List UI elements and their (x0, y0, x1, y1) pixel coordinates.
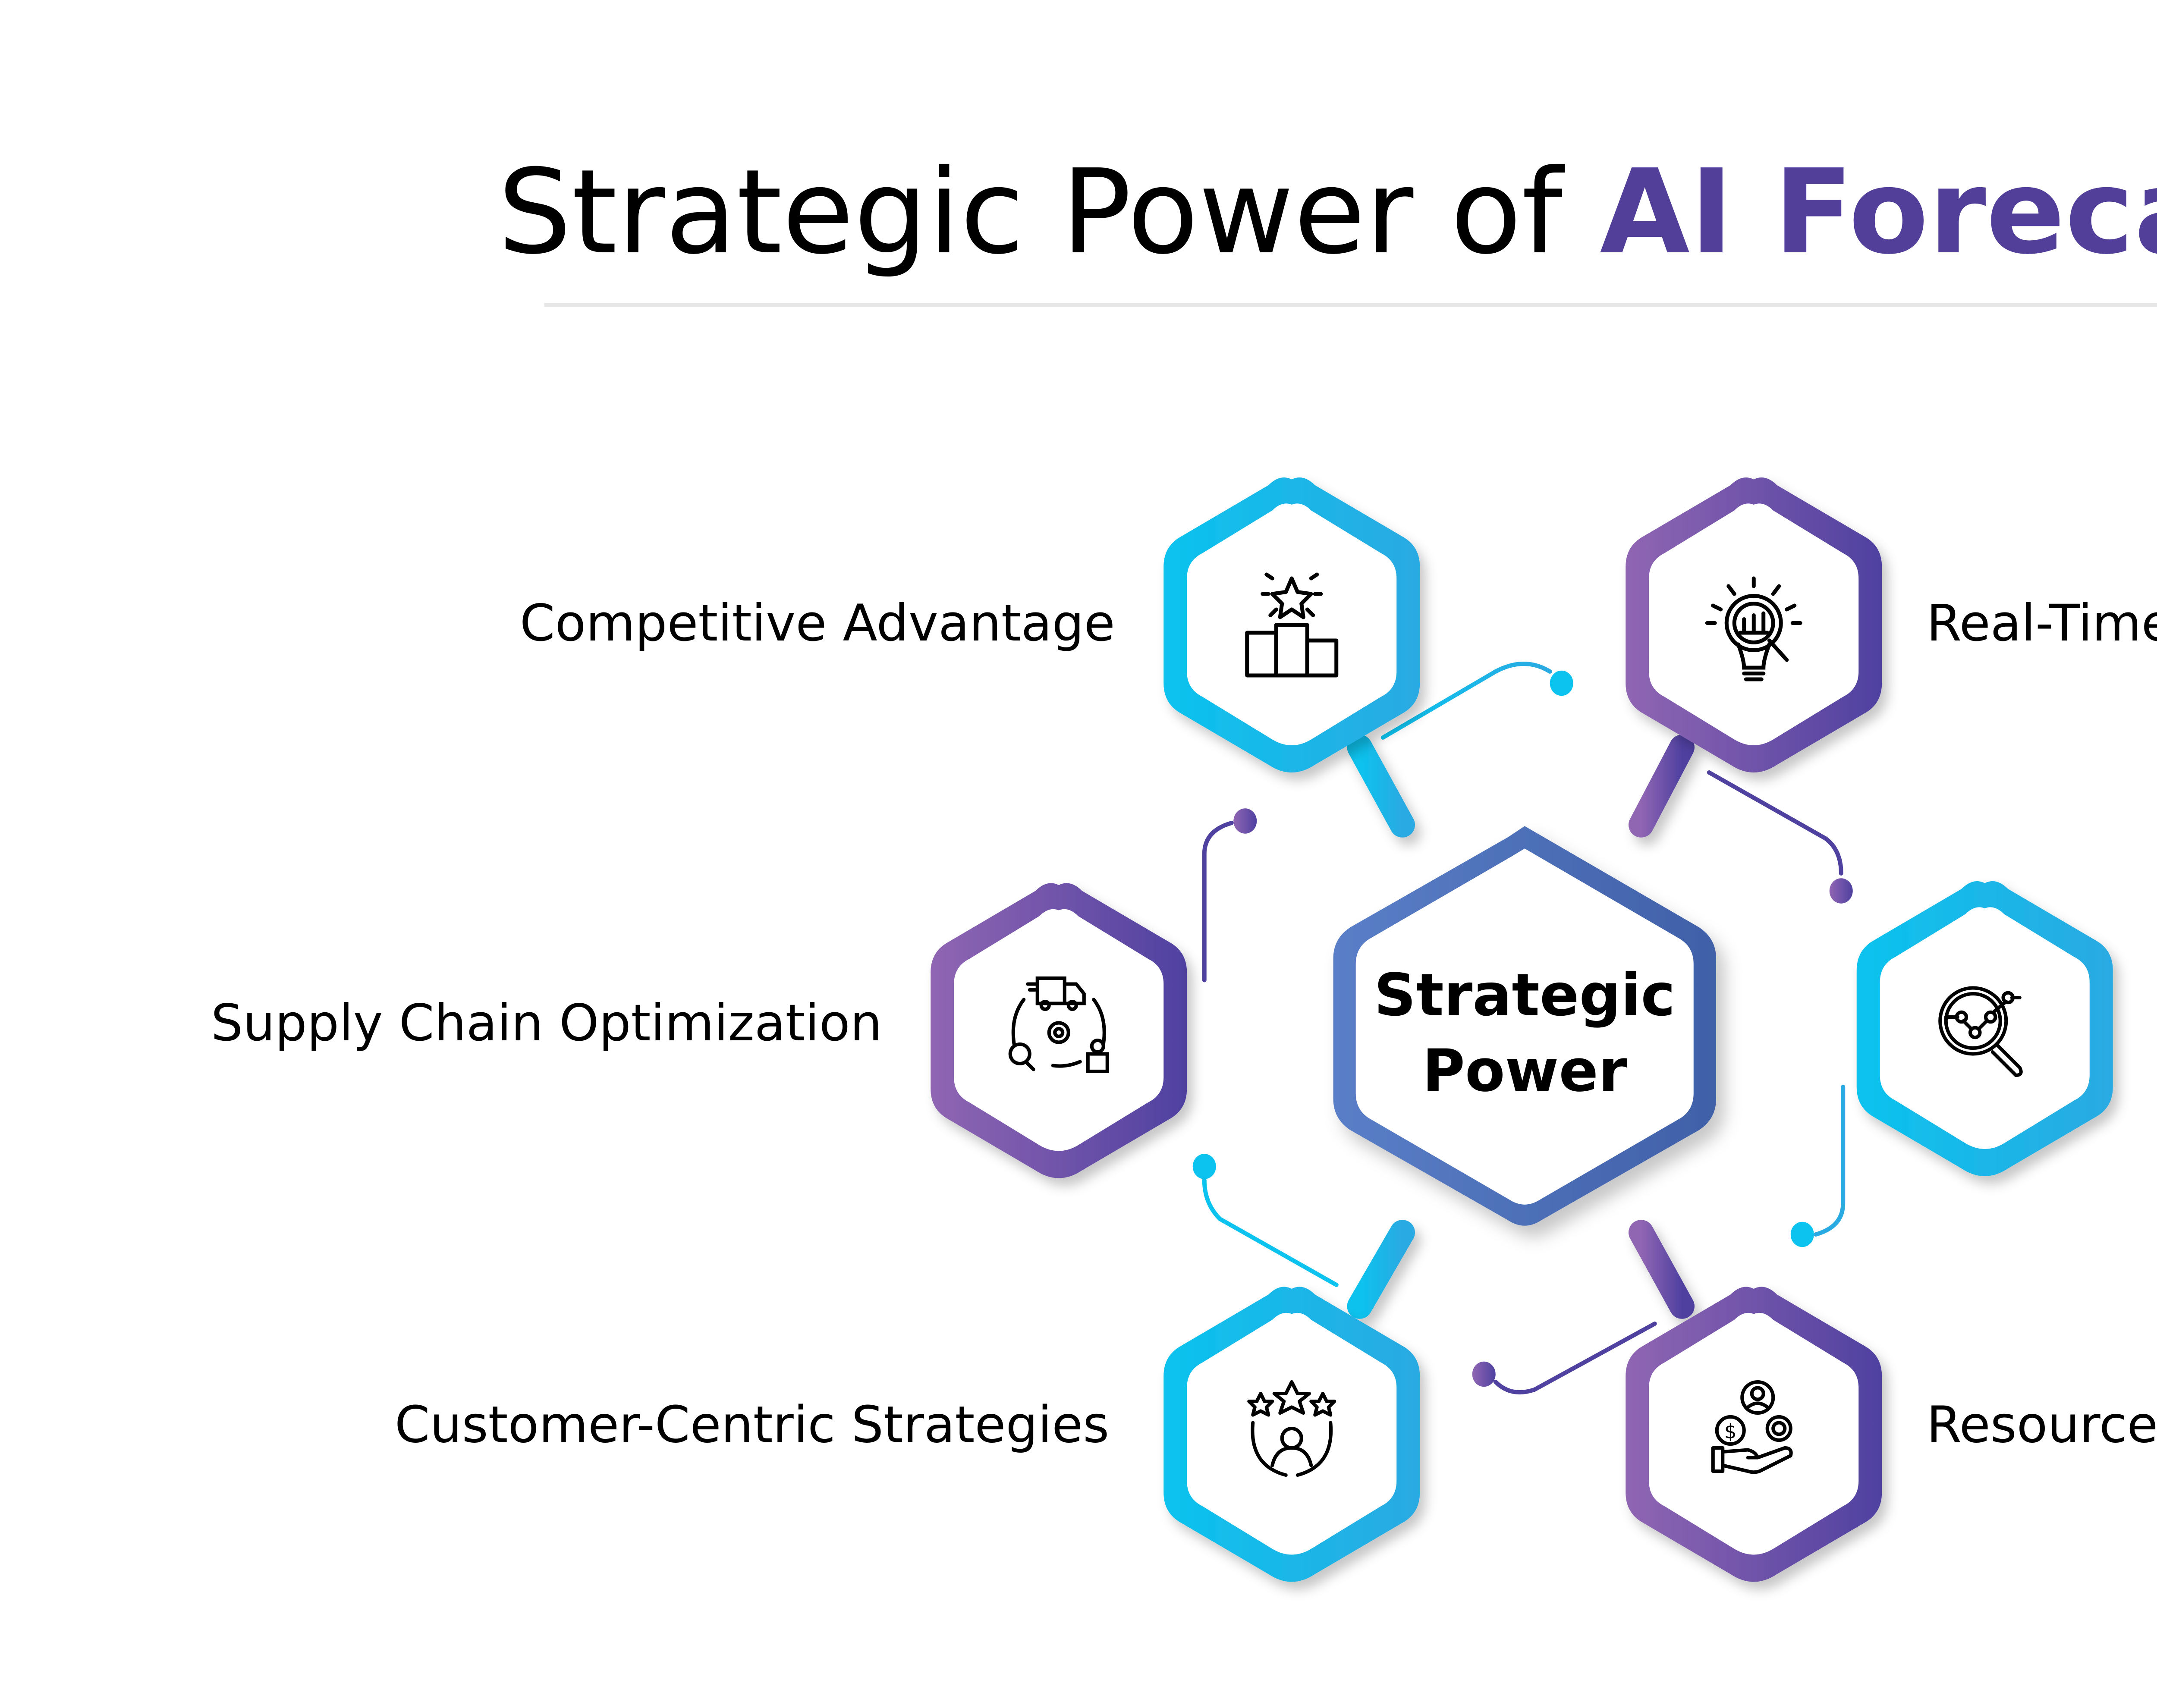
connector-line (1202, 821, 1234, 983)
connector-line (1202, 1178, 1339, 1287)
svg-text:Strategic Power of AI Forecast: Strategic Power of AI Forecasting (498, 144, 2157, 280)
connector-line (1814, 1085, 1846, 1237)
connector-dot (1233, 808, 1257, 834)
page-title: Strategic Power of AI Forecasting (498, 144, 2157, 307)
connector-line (1493, 1322, 1657, 1394)
svg-text:$: $ (1724, 1420, 1737, 1443)
label-customer-centric-strategies: Customer-Centric Strategies (395, 1395, 1109, 1454)
node-supply-chain-optimization: Supply Chain Optimization (211, 883, 1187, 1178)
connector-dot (1790, 1221, 1814, 1247)
connector-dot (1550, 670, 1573, 696)
supply-chain-cycle-icon (1008, 976, 1109, 1074)
connector-line (1380, 662, 1552, 740)
title-prefix: Strategic Power of (498, 144, 1600, 280)
label-supply-chain-optimization: Supply Chain Optimization (211, 993, 882, 1052)
title-highlight: AI Forecasting (1600, 144, 2157, 280)
stems (1172, 735, 1873, 1319)
stem-customer-centric (1347, 1220, 1415, 1319)
customer-stars-icon (1247, 1380, 1336, 1477)
node-real-time-insights: Real-Time Insights (1626, 477, 2157, 772)
center-title-line1: Strategic (1374, 961, 1675, 1029)
node-competitive-advantage: Competitive Advantage (520, 477, 1420, 772)
title-divider (544, 303, 2157, 307)
stem-resource-allocation (1629, 1220, 1695, 1319)
label-resource-allocation: Resource Allocation (1927, 1395, 2157, 1454)
label-competitive-advantage: Competitive Advantage (520, 593, 1115, 653)
node-resource-allocation: $ Resource Allocation (1626, 1287, 2157, 1582)
center-hexagon: Strategic Power (1333, 826, 1716, 1226)
lightbulb-analytics-icon (1705, 576, 1802, 681)
node-customer-centric-strategies: Customer-Centric Strategies (395, 1287, 1420, 1582)
magnifier-chart-icon (1938, 986, 2023, 1077)
hand-resources-icon: $ (1711, 1380, 1793, 1474)
connector-dot (1829, 878, 1853, 904)
center-title-line2: Power (1422, 1037, 1627, 1105)
node-scenario-analysis: Scenario Analysis (1856, 881, 2113, 1176)
stem-competitive-advantage (1347, 735, 1415, 838)
connector-dot (1192, 1154, 1216, 1179)
connector-dot (1472, 1361, 1496, 1387)
label-real-time-insights: Real-Time Insights (1927, 593, 2157, 653)
podium-star-icon (1245, 572, 1339, 678)
stem-real-time-insights (1629, 735, 1695, 838)
connector-line (1707, 770, 1843, 876)
connectors (1192, 662, 1853, 1394)
